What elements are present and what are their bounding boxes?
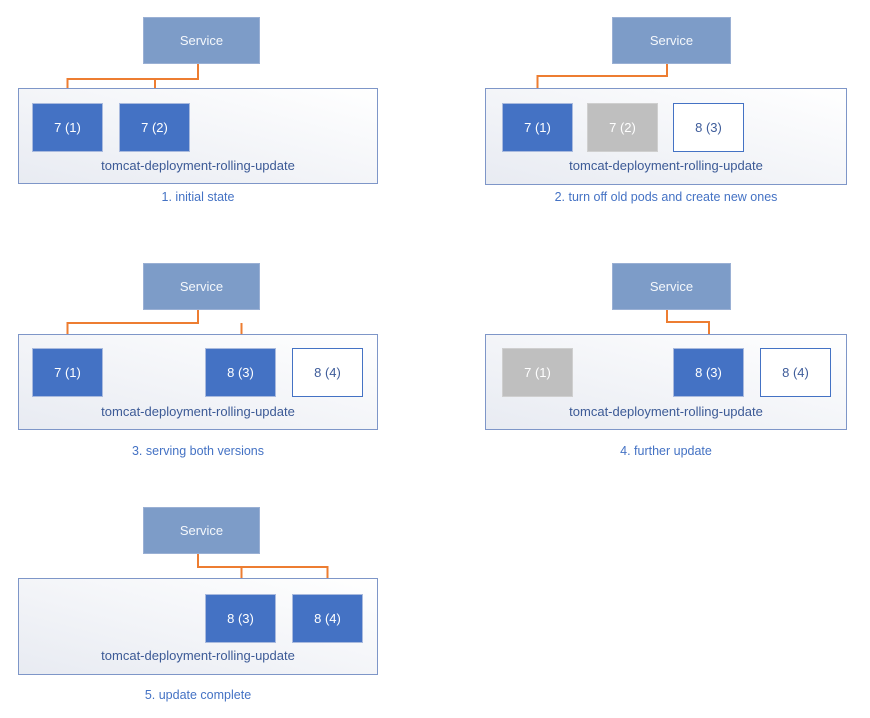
pod-label: 7 (2) bbox=[609, 120, 636, 135]
panel-caption: 4. further update bbox=[620, 444, 712, 458]
pod-box: 8 (3) bbox=[205, 594, 276, 643]
pod-label: 7 (1) bbox=[54, 120, 81, 135]
pod-box: 7 (2) bbox=[119, 103, 190, 152]
deployment-label: tomcat-deployment-rolling-update bbox=[569, 158, 763, 173]
pod-label: 8 (3) bbox=[227, 365, 254, 380]
deployment-label: tomcat-deployment-rolling-update bbox=[569, 404, 763, 419]
pod-label: 7 (1) bbox=[524, 365, 551, 380]
deployment-label: tomcat-deployment-rolling-update bbox=[101, 158, 295, 173]
pod-label: 8 (4) bbox=[782, 365, 809, 380]
pod-box: 7 (1) bbox=[32, 103, 103, 152]
pod-box: 7 (1) bbox=[502, 103, 573, 152]
service-label: Service bbox=[179, 523, 224, 538]
deployment-label: tomcat-deployment-rolling-update bbox=[101, 648, 295, 663]
pod-label: 7 (1) bbox=[524, 120, 551, 135]
service-label: Service bbox=[649, 33, 694, 48]
pod-label: 8 (4) bbox=[314, 611, 341, 626]
pod-box: 8 (3) bbox=[673, 348, 744, 397]
service-box: Service bbox=[143, 17, 260, 64]
service-box: Service bbox=[612, 263, 731, 310]
pod-box: 8 (3) bbox=[673, 103, 744, 152]
service-label: Service bbox=[179, 33, 224, 48]
pod-box: 7 (1) bbox=[502, 348, 573, 397]
panel-caption: 1. initial state bbox=[161, 190, 235, 204]
pod-box: 8 (4) bbox=[760, 348, 831, 397]
panel-caption: 5. update complete bbox=[144, 688, 252, 702]
deployment-label: tomcat-deployment-rolling-update bbox=[101, 404, 295, 419]
pod-box: 7 (1) bbox=[32, 348, 103, 397]
pod-label: 8 (3) bbox=[695, 120, 722, 135]
service-label: Service bbox=[179, 279, 224, 294]
pod-label: 8 (3) bbox=[227, 611, 254, 626]
pod-box: 8 (3) bbox=[205, 348, 276, 397]
pod-box: 7 (2) bbox=[587, 103, 658, 152]
service-box: Service bbox=[612, 17, 731, 64]
pod-label: 7 (1) bbox=[54, 365, 81, 380]
service-box: Service bbox=[143, 507, 260, 554]
service-box: Service bbox=[143, 263, 260, 310]
panel-caption: 3. serving both versions bbox=[131, 444, 264, 458]
pod-box: 8 (4) bbox=[292, 348, 363, 397]
pod-label: 8 (3) bbox=[695, 365, 722, 380]
pod-label: 8 (4) bbox=[314, 365, 341, 380]
pod-box: 8 (4) bbox=[292, 594, 363, 643]
pod-label: 7 (2) bbox=[141, 120, 168, 135]
service-label: Service bbox=[649, 279, 694, 294]
panel-caption: 2. turn off old pods and create new ones bbox=[554, 190, 778, 204]
